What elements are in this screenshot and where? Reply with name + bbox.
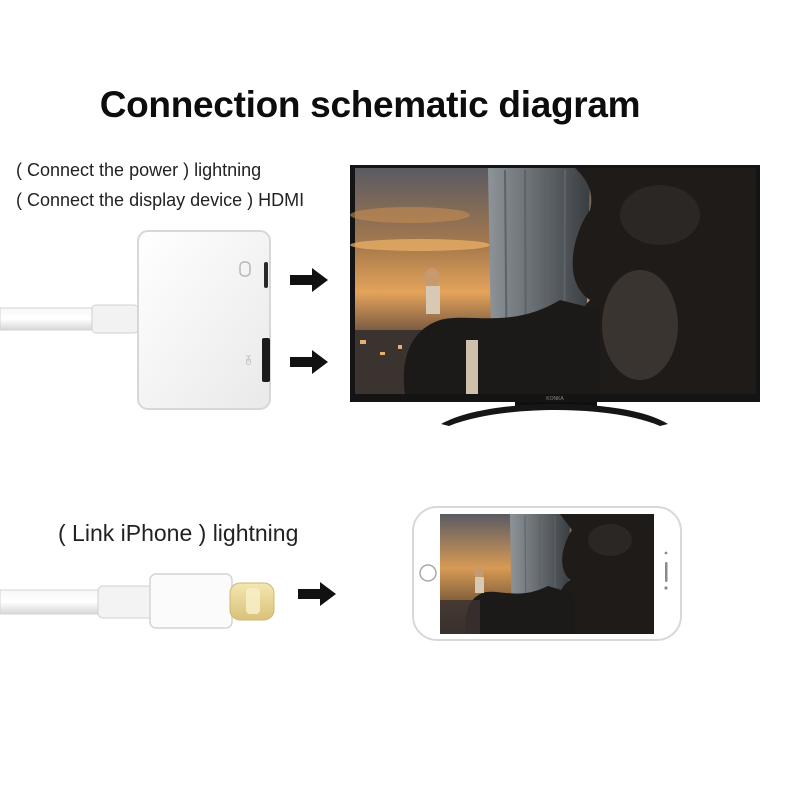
display-connection-label: ( Connect the display device ) HDMI (16, 190, 305, 210)
television: KONKA (350, 165, 760, 426)
tv-brand: KONKA (546, 396, 564, 402)
page-title: Connection schematic diagram (99, 84, 641, 125)
lightning-cable (0, 573, 275, 629)
lightning-port-icon (239, 261, 251, 277)
arrow-right-icon (290, 350, 328, 374)
arrow-right-icon (298, 582, 336, 606)
iphone (412, 506, 682, 641)
iphone-connection-label: ( Link iPhone ) lightning (58, 520, 299, 546)
usb-adapter: HD (0, 230, 271, 410)
arrow-right-icon (290, 268, 328, 292)
hdmi-port-icon: HD (244, 355, 251, 365)
power-connection-label: ( Connect the power ) lightning (16, 160, 262, 180)
